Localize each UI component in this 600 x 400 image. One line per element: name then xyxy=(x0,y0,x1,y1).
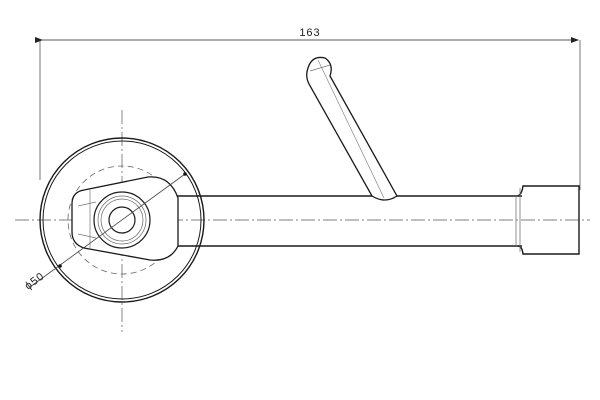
length-label: 163 xyxy=(299,27,320,39)
base-plate xyxy=(39,137,205,303)
overall-length-dimension: 163 xyxy=(35,27,581,190)
end-cap xyxy=(517,185,580,255)
angled-arm xyxy=(306,56,398,201)
diameter-label: ϕ50 xyxy=(23,270,47,292)
rod xyxy=(174,195,522,247)
hub xyxy=(71,176,179,261)
